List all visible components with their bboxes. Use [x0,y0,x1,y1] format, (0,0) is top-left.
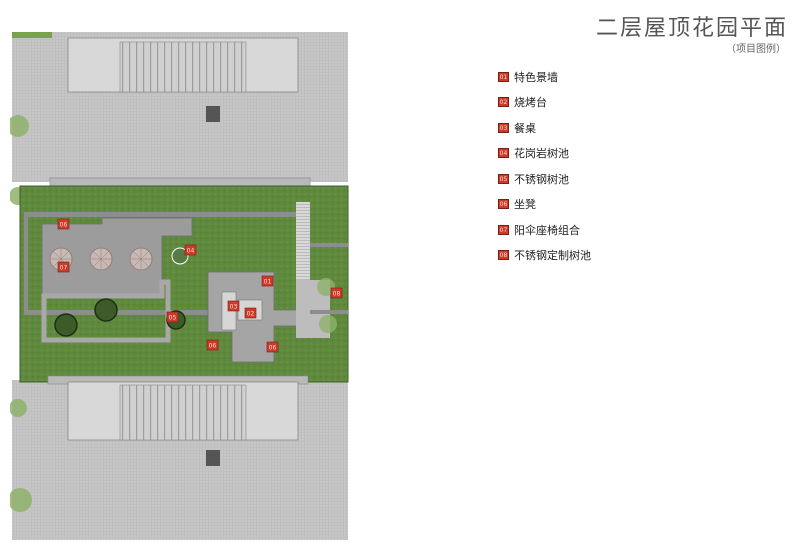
terrace-border [41,279,171,343]
page-title: 二层屋顶花园平面 [595,16,788,41]
svg-text:08: 08 [333,291,341,298]
legend-item: 04 花岗岩树池 [498,141,591,167]
paving-band-top [24,212,296,217]
garden-stairs [296,202,310,302]
marker-07: 07 [57,261,70,273]
lower-vent [206,450,220,466]
paving-band-vertical [24,216,28,312]
legend-item: 05 不锈钢树池 [498,166,591,192]
legend-label: 坐凳 [514,198,536,212]
legend-badge: 08 [498,250,509,261]
legend-label: 阳伞座椅组合 [514,223,580,237]
tree-canopy [319,315,337,333]
tree-canopy [10,488,32,512]
upper-vent [206,106,220,122]
marker-06: 06 [266,341,279,353]
marker-08: 08 [330,287,343,299]
tree-canopy [10,399,27,417]
svg-text:07: 07 [60,265,68,272]
legend-label: 特色景墙 [514,70,558,84]
legend-item: 07 阳伞座椅组合 [498,217,591,243]
marker-06: 06 [206,339,219,351]
legend-label: 不锈钢定制树池 [514,249,591,263]
svg-text:01: 01 [264,279,272,286]
upper-skylight-louvres [119,41,247,93]
svg-text:04: 04 [187,248,195,255]
legend-item: 01 特色景墙 [498,64,591,90]
legend-badge: 07 [498,224,509,235]
marker-04: 04 [184,244,197,256]
legend-item: 03 餐桌 [498,115,591,141]
roof-garden-plan: 06 07 04 01 03 02 08 05 06 06 [10,32,349,540]
svg-text:05: 05 [169,315,177,322]
marker-01: 01 [261,275,274,287]
tree-canopy [317,278,335,296]
svg-text:06: 06 [269,345,277,352]
legend-badge: 03 [498,122,509,133]
paving-band-bottom [24,310,296,315]
legend-badge: 02 [498,97,509,108]
legend-badge: 01 [498,71,509,82]
legend-badge: 05 [498,173,509,184]
legend-label: 不锈钢树池 [514,172,569,186]
tree-pool [171,247,189,265]
legend-label: 烧烤台 [514,96,547,110]
legend-item: 02 烧烤台 [498,90,591,116]
legend-badge: 06 [498,199,509,210]
tree-pool [94,298,118,322]
dining-terrace [38,217,193,297]
marker-05: 05 [166,311,179,323]
marker-06: 06 [57,218,70,230]
svg-text:06: 06 [60,222,68,229]
legend-label: 餐桌 [514,121,536,135]
side-paving-band [310,310,348,314]
legend-item: 06 坐凳 [498,192,591,218]
svg-text:06: 06 [209,343,217,350]
tree-pool [54,313,78,337]
svg-text:03: 03 [230,304,238,311]
side-paving-band [310,243,348,247]
lower-skylight-louvres [119,384,247,441]
svg-text:02: 02 [247,311,255,318]
top-edge-strip [12,32,52,38]
legend-badge: 04 [498,148,509,159]
marker-03: 03 [227,300,240,312]
legend-item: 08 不锈钢定制树池 [498,243,591,269]
tree-canopy [10,115,29,137]
legend: 01 特色景墙 02 烧烤台 03 餐桌 04 花岗岩树池 05 不锈钢树池 06 坐凳 0… [498,64,591,268]
page-subtitle: （项目图例） [726,44,786,55]
marker-02: 02 [244,307,257,319]
legend-label: 花岗岩树池 [514,147,569,161]
